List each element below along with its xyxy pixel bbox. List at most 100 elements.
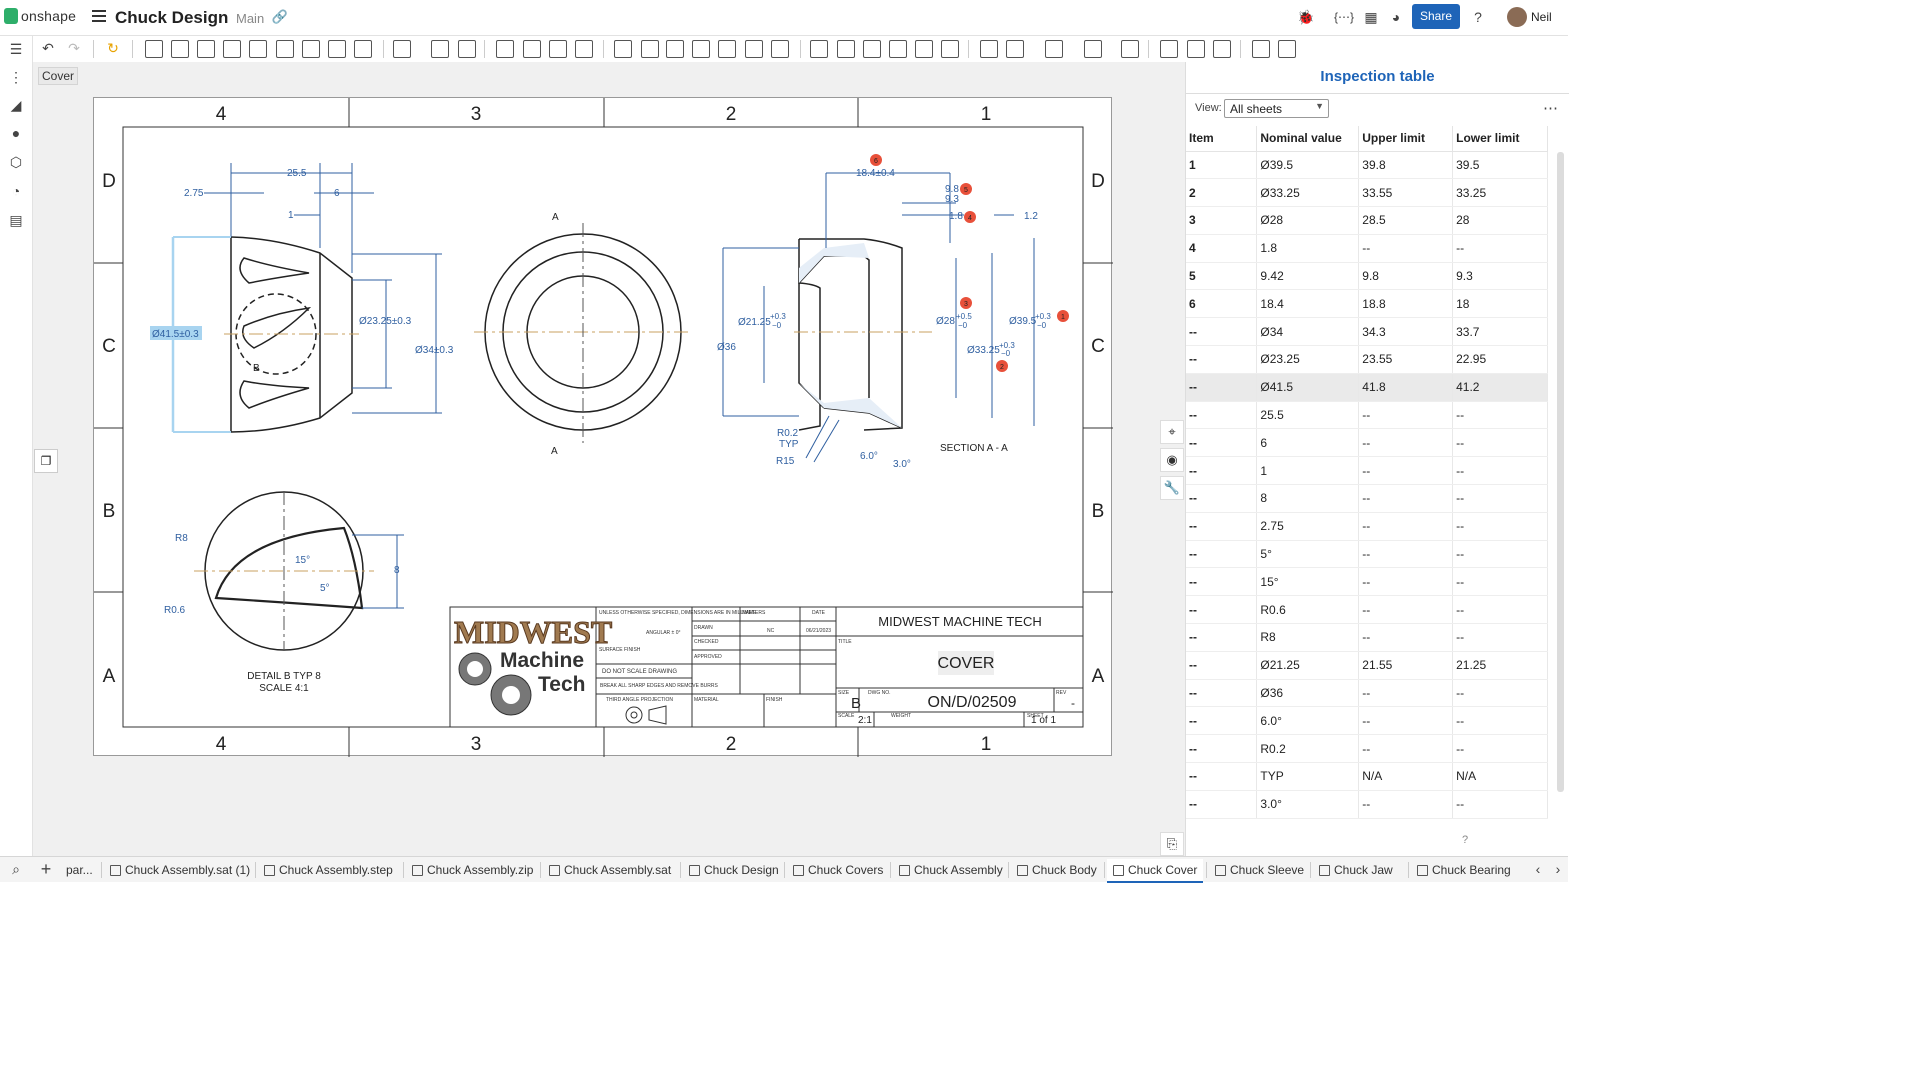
table-scrollbar[interactable] bbox=[1557, 152, 1564, 792]
tab-chuck-jaw[interactable]: Chuck Jaw bbox=[1313, 859, 1399, 881]
table-row[interactable]: --3.0°---- bbox=[1186, 790, 1548, 819]
table-icon[interactable] bbox=[666, 40, 684, 58]
line-icon[interactable] bbox=[980, 40, 998, 58]
inspection-icon[interactable] bbox=[771, 40, 789, 58]
app-store-icon[interactable]: ▦ bbox=[1364, 9, 1378, 25]
callout-icon[interactable] bbox=[641, 40, 659, 58]
view-select[interactable]: All sheets▼ bbox=[1224, 99, 1329, 118]
help-icon[interactable]: ? bbox=[1462, 834, 1469, 846]
refresh-icon[interactable]: ↻ bbox=[107, 40, 119, 56]
inspect-icon[interactable] bbox=[1252, 40, 1270, 58]
import-icon[interactable] bbox=[1187, 40, 1205, 58]
surface-finish-icon[interactable] bbox=[549, 40, 567, 58]
tab-chuck-bearing[interactable]: Chuck Bearing bbox=[1411, 859, 1517, 881]
rectangle-icon[interactable] bbox=[1045, 40, 1063, 58]
revision-icon[interactable] bbox=[745, 40, 763, 58]
radius-icon[interactable] bbox=[889, 40, 907, 58]
auxiliary-view-icon[interactable] bbox=[197, 40, 215, 58]
share-button[interactable]: Share bbox=[1412, 4, 1460, 29]
tab-chuck-assembly-zip[interactable]: Chuck Assembly.zip bbox=[406, 859, 539, 881]
tab-chuck-covers[interactable]: Chuck Covers bbox=[787, 859, 889, 881]
table-row[interactable]: --15°---- bbox=[1186, 567, 1548, 597]
balloon-tool-icon[interactable]: ◉ bbox=[1160, 448, 1184, 472]
onshape-logo[interactable]: onshape bbox=[4, 8, 76, 24]
chevron-right-icon[interactable]: › bbox=[1555, 861, 1561, 877]
broken-out-icon[interactable] bbox=[276, 40, 294, 58]
section-view-icon[interactable] bbox=[223, 40, 241, 58]
col-nominal[interactable]: Nominal value bbox=[1256, 126, 1360, 152]
table-row[interactable]: --R8---- bbox=[1186, 623, 1548, 652]
branch-name[interactable]: Main bbox=[236, 11, 265, 26]
table-row[interactable]: --R0.2---- bbox=[1186, 734, 1548, 764]
crop-icon[interactable] bbox=[302, 40, 320, 58]
more-options-icon[interactable]: ⋯ bbox=[1543, 100, 1559, 117]
redo-icon[interactable]: ↷ bbox=[68, 40, 80, 56]
chamfer-icon[interactable] bbox=[941, 40, 959, 58]
leader-icon[interactable] bbox=[810, 40, 828, 58]
tab-chuck-assembly-step[interactable]: Chuck Assembly.step bbox=[258, 859, 399, 881]
panel-toggle-icon[interactable]: ⎘ bbox=[1160, 832, 1184, 856]
hatch-icon[interactable] bbox=[393, 40, 411, 58]
insert-icon[interactable]: ⋮ bbox=[9, 69, 23, 85]
table-row[interactable]: --Ø36---- bbox=[1186, 679, 1548, 708]
hamburger-menu-icon[interactable] bbox=[92, 10, 106, 22]
parts-icon[interactable]: ⬡ bbox=[9, 154, 23, 170]
link-icon[interactable]: 🔗 bbox=[271, 9, 289, 24]
col-upper[interactable]: Upper limit bbox=[1358, 126, 1454, 152]
bug-icon[interactable]: 🐞 bbox=[1297, 9, 1315, 25]
balloon-icon[interactable] bbox=[1278, 40, 1296, 58]
hatch-fill-icon[interactable] bbox=[1121, 40, 1139, 58]
spline-icon[interactable] bbox=[1084, 40, 1102, 58]
tab-chuck-assembly[interactable]: Chuck Assembly bbox=[893, 859, 1009, 881]
undo-icon[interactable]: ↶ bbox=[42, 40, 54, 56]
table-row[interactable]: --2.75---- bbox=[1186, 512, 1548, 541]
sheets-icon[interactable]: ❐ bbox=[34, 449, 58, 473]
avatar[interactable] bbox=[1507, 7, 1527, 27]
tab-chuck-design[interactable]: Chuck Design bbox=[683, 859, 785, 881]
drawing-sheet[interactable]: 4 3 2 1 4 3 2 1 D C B A D C B A 25.5 bbox=[93, 97, 1113, 757]
sheet-tab-label[interactable]: Cover bbox=[38, 67, 79, 85]
detail-view-icon[interactable] bbox=[328, 40, 346, 58]
sketch-icon[interactable] bbox=[1213, 40, 1231, 58]
tab-chuck-body[interactable]: Chuck Body bbox=[1011, 859, 1103, 881]
user-name[interactable]: Neil bbox=[1531, 10, 1552, 24]
tab-chuck-sleeve[interactable]: Chuck Sleeve bbox=[1209, 859, 1310, 881]
help-icon[interactable]: ? bbox=[1474, 9, 1482, 25]
tab-chuck-assembly-sat-1[interactable]: Chuck Assembly.sat (1) bbox=[104, 859, 256, 881]
add-tab-icon[interactable]: + bbox=[40, 859, 52, 879]
export-icon[interactable] bbox=[1160, 40, 1178, 58]
table-row[interactable]: --1---- bbox=[1186, 456, 1548, 486]
insert-view-icon[interactable] bbox=[145, 40, 163, 58]
search-tabs-icon[interactable]: ⌕ bbox=[12, 861, 20, 877]
center-mark-icon[interactable] bbox=[431, 40, 449, 58]
comments-icon[interactable]: ● bbox=[11, 125, 21, 141]
sheet-list-icon[interactable]: ☰ bbox=[9, 41, 23, 57]
table-row[interactable]: --R0.6---- bbox=[1186, 595, 1548, 625]
document-title[interactable]: Chuck Design bbox=[115, 8, 229, 27]
weld-icon[interactable] bbox=[575, 40, 593, 58]
tab-par[interactable]: par... bbox=[60, 859, 99, 881]
break-icon[interactable] bbox=[354, 40, 372, 58]
learning-center-icon[interactable]: ◕ bbox=[1391, 9, 1401, 25]
text-icon[interactable] bbox=[614, 40, 632, 58]
note-icon[interactable] bbox=[496, 40, 514, 58]
table-row[interactable]: --6.0°---- bbox=[1186, 706, 1548, 736]
inspection-tool-icon[interactable]: ⌖ bbox=[1160, 420, 1184, 444]
centerline-icon[interactable] bbox=[458, 40, 476, 58]
bom-icon[interactable] bbox=[692, 40, 710, 58]
datum-icon[interactable] bbox=[523, 40, 541, 58]
measure-icon[interactable]: ◔ bbox=[11, 183, 21, 199]
diameter-icon[interactable] bbox=[915, 40, 933, 58]
dimension-icon[interactable] bbox=[837, 40, 855, 58]
circle-icon[interactable] bbox=[1006, 40, 1024, 58]
